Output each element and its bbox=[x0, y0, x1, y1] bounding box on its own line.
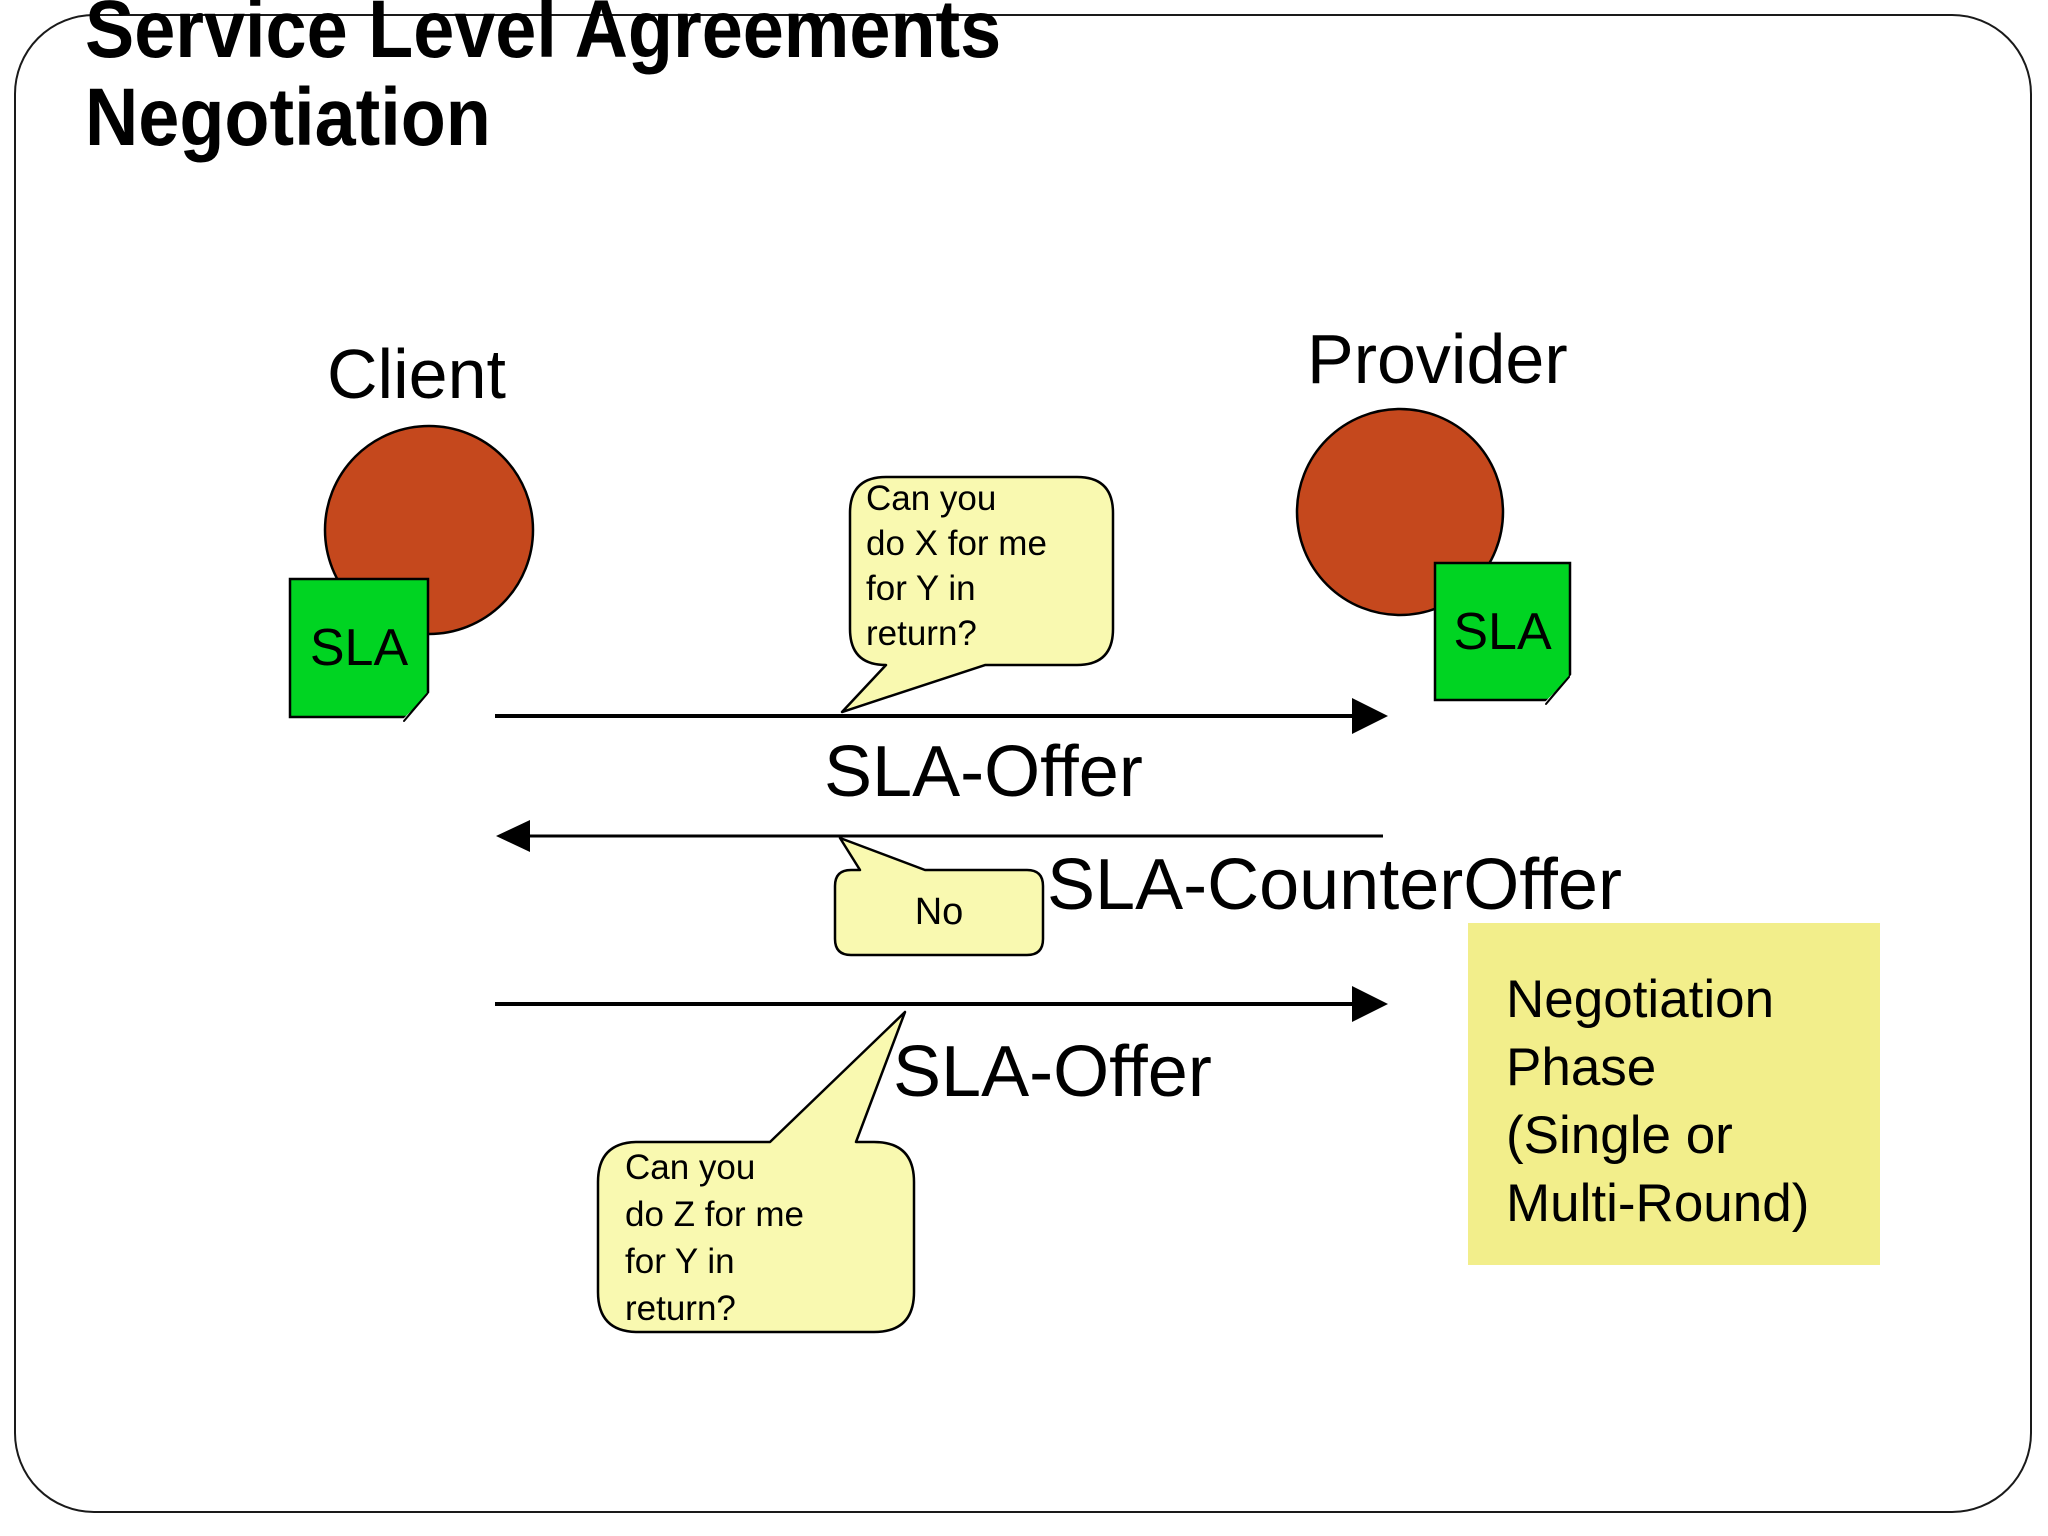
message-label-sla-counteroffer: SLA-CounterOffer bbox=[1047, 845, 1622, 925]
offer2-line-4: return? bbox=[625, 1289, 736, 1328]
offer2-line-1: Can you bbox=[625, 1148, 756, 1187]
arrow-sla-counteroffer-head bbox=[496, 820, 530, 852]
offer2-line-3: for Y in bbox=[625, 1242, 735, 1281]
offer1-line-3: for Y in bbox=[866, 569, 976, 608]
slide-title-line1: Service Level Agreements bbox=[85, 0, 1002, 75]
slide-border bbox=[14, 14, 2032, 1513]
slide-title: Service Level Agreements Negotiation bbox=[85, 0, 1001, 162]
arrow-sla-offer-2-head bbox=[1352, 986, 1388, 1022]
offer1-line-2: do X for me bbox=[866, 524, 1047, 563]
provider-sla-note-fold-flap bbox=[1545, 676, 1570, 705]
message-label-sla-offer-2: SLA-Offer bbox=[893, 1032, 1212, 1112]
phase-line-3: (Single or bbox=[1506, 1106, 1733, 1165]
offer1-line-4: return? bbox=[866, 614, 977, 653]
slide-title-line2: Negotiation bbox=[85, 72, 491, 163]
provider-label: Provider bbox=[1307, 320, 1568, 398]
client-label: Client bbox=[327, 335, 506, 413]
negotiation-phase-note-shape bbox=[1468, 923, 1880, 1265]
phase-line-4: Multi-Round) bbox=[1506, 1174, 1810, 1233]
message-label-sla-offer-1: SLA-Offer bbox=[824, 732, 1143, 812]
no-bubble-text: No bbox=[914, 891, 964, 933]
phase-line-1: Negotiation bbox=[1506, 970, 1775, 1029]
offer2-line-2: do Z for me bbox=[625, 1195, 804, 1234]
client-sla-note-fold-flap bbox=[403, 693, 428, 722]
client-sla-note-shape bbox=[288, 577, 430, 719]
offer1-speech-bubble bbox=[840, 475, 1115, 714]
offer2-bubble-text: Can you do Z for me for Y in return? bbox=[625, 1144, 804, 1332]
no-speech-bubble bbox=[833, 836, 1045, 957]
offer1-line-1: Can you bbox=[866, 479, 997, 518]
provider-sla-note-shape bbox=[1433, 561, 1572, 702]
client-sla-note-label: SLA bbox=[309, 619, 409, 677]
negotiation-phase-note-text: Negotiation Phase (Single or Multi-Round… bbox=[1506, 966, 1809, 1238]
provider-sla-note-label: SLA bbox=[1453, 602, 1552, 661]
offer1-bubble-text: Can you do X for me for Y in return? bbox=[866, 476, 1047, 656]
arrow-sla-offer-1-head bbox=[1352, 698, 1388, 734]
offer2-speech-bubble bbox=[596, 1010, 916, 1334]
phase-line-2: Phase bbox=[1506, 1038, 1657, 1097]
